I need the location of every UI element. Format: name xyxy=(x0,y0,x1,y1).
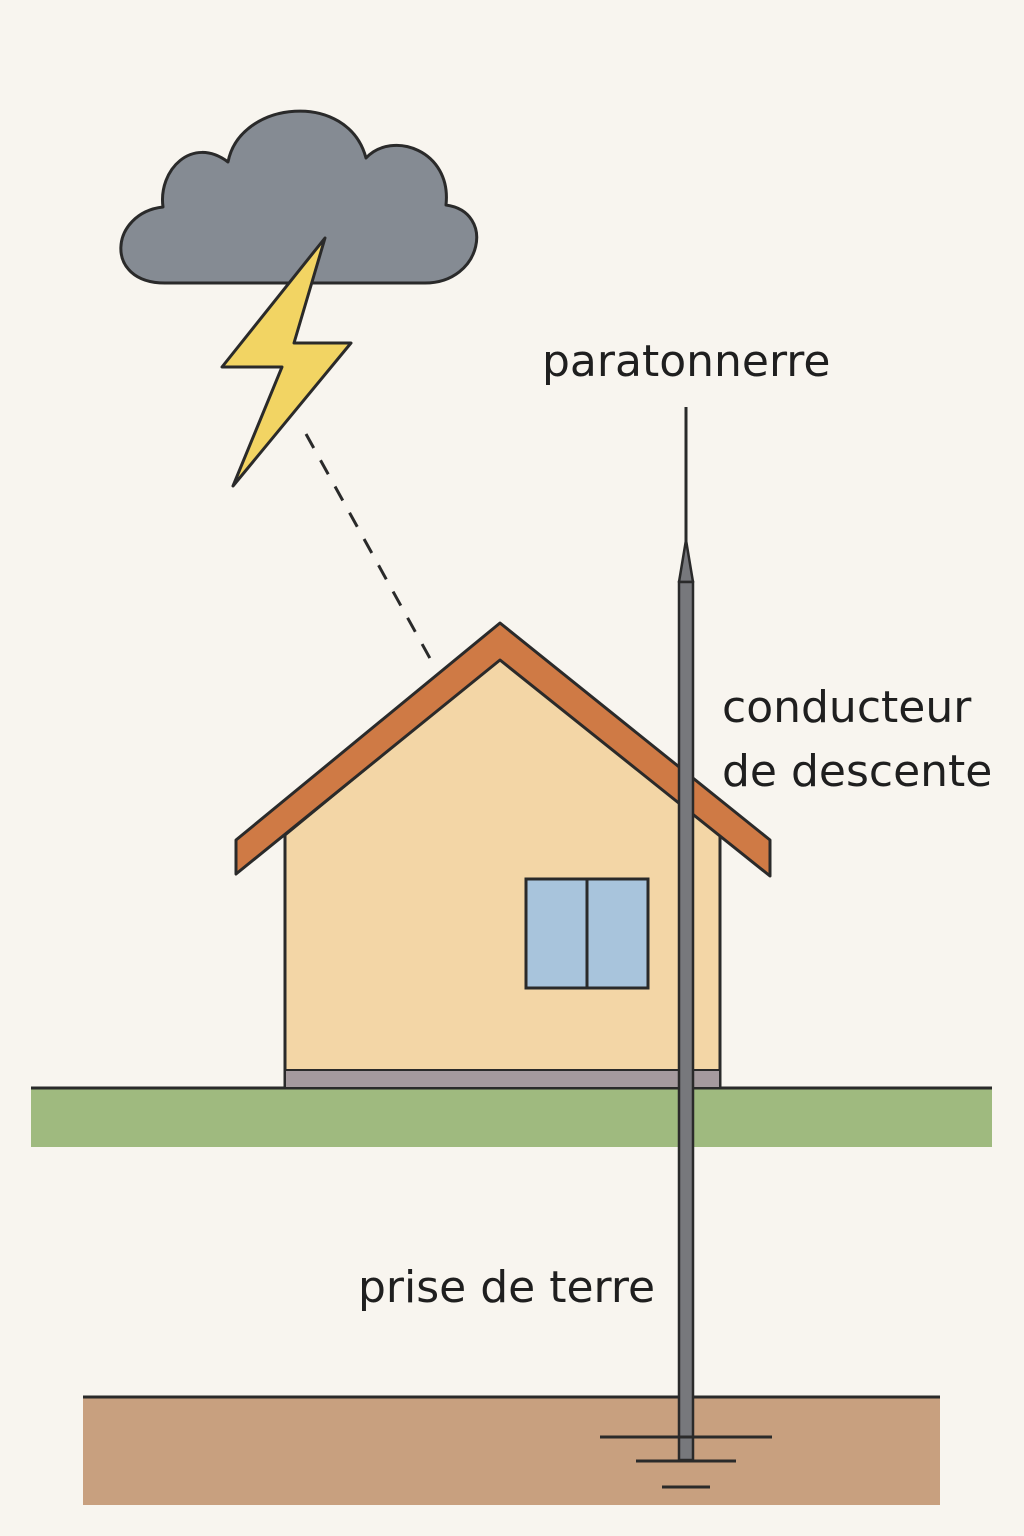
down-conductor xyxy=(677,580,695,1462)
lightning-rod-label: paratonnerre xyxy=(542,336,831,387)
down-conductor-label-line1: conducteur xyxy=(722,682,972,733)
lightning-bolt-icon xyxy=(220,236,353,488)
down-conductor-label-line2: de descente xyxy=(722,745,993,797)
house-foundation xyxy=(284,1069,721,1089)
house-roof xyxy=(234,621,772,878)
ground-symbol-icon xyxy=(600,1435,772,1489)
house-wall xyxy=(283,656,722,1090)
down-conductor-label: conducteur de descente xyxy=(722,676,992,804)
strike-path-dashed-line xyxy=(304,433,434,663)
soil-block xyxy=(83,1397,940,1505)
house xyxy=(234,621,772,1090)
ground-electrode-label: prise de terre xyxy=(358,1262,656,1313)
grass-strip xyxy=(31,1088,992,1147)
lightning-rod-cone xyxy=(677,538,695,584)
storm-cloud-icon xyxy=(119,109,479,285)
